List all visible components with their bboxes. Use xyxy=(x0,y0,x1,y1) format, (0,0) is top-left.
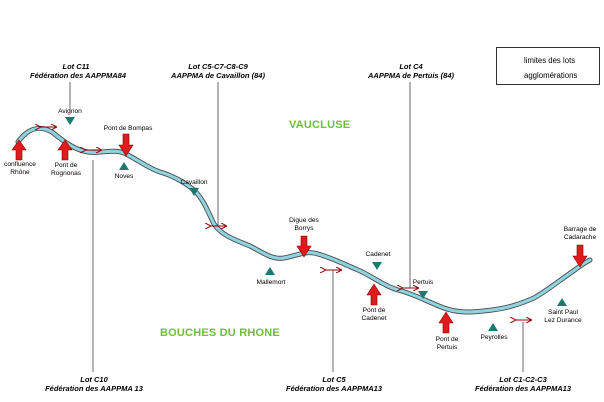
limit-label-pont-de-bompas: Pont de Bompas xyxy=(103,125,153,132)
lot-label-c5-c7-c8-c9: Lot C5-C7-C8-C9 AAPPMA de Cavaillon (84) xyxy=(171,62,265,80)
lot-limit-markers xyxy=(40,127,531,320)
lot-label-c4: Lot C4 AAPPMA de Pertuis (84) xyxy=(368,62,454,80)
triangle-down-icon xyxy=(418,291,428,299)
limit-label-confluence-rhone: confluence Rhône xyxy=(4,161,36,176)
limit-label-pont-de-rognonas: Pont de Rognonas xyxy=(50,162,82,177)
triangle-up-icon xyxy=(557,298,567,306)
triangle-up-icon xyxy=(265,267,275,275)
triangle-down-icon xyxy=(189,188,199,196)
arrow-down-icon xyxy=(572,244,588,268)
lot-label-c10: Lot C10 Fédération des AAPPMA 13 xyxy=(45,375,143,393)
arrow-up-icon xyxy=(438,311,454,334)
town-label-pertuis: Pertuis xyxy=(412,279,434,286)
legend xyxy=(496,47,600,85)
triangle-up-icon xyxy=(119,162,129,170)
limit-label-pont-de-pertuis: Pont de Pertuis xyxy=(435,336,459,351)
lot-label-c11: Lot C11 Fédération des AAPPMA84 xyxy=(30,62,126,80)
legend-towns-label: agglomérations xyxy=(524,71,578,80)
town-label-noves: Noves xyxy=(114,173,134,180)
durance-river xyxy=(15,125,593,315)
arrow-down-icon xyxy=(118,133,134,157)
lot-leader-lines xyxy=(69,82,524,372)
lot-label-c5: Lot C5 Fédération des AAPPMA13 xyxy=(286,375,382,393)
limit-label-barrage-de-cadarache: Barrage de Cadarache xyxy=(563,226,597,241)
town-label-cadenet: Cadenet xyxy=(365,251,391,258)
town-label-peyrolles: Peyrolles xyxy=(480,334,508,341)
legend-limits-label: limites des lots xyxy=(524,56,576,65)
limit-label-digue-des-borrys: Digue des Borrys xyxy=(289,217,319,232)
town-label-avignon: Avignon xyxy=(58,108,82,115)
triangle-down-icon xyxy=(65,117,75,125)
lot-label-c1-c2-c3: Lot C1-C2-C3 Fédération des AAPPMA13 xyxy=(475,375,571,393)
town-markers xyxy=(65,117,567,331)
triangle-up-icon xyxy=(488,323,498,331)
region-bouches-du-rhone: BOUCHES DU RHONE xyxy=(160,327,280,339)
arrow-up-icon xyxy=(366,283,382,306)
triangle-down-icon xyxy=(372,262,382,270)
limit-point-arrows xyxy=(11,133,588,334)
arrow-down-icon xyxy=(296,235,312,258)
arrow-up-icon xyxy=(11,139,27,161)
arrow-up-icon xyxy=(57,139,73,161)
town-label-saint-paul-lez-durance: Saint Paul Lez Durance xyxy=(544,309,582,324)
town-label-mallemort: Mallemort xyxy=(256,279,286,286)
region-vaucluse: VAUCLUSE xyxy=(289,119,351,131)
limit-label-pont-de-cadenet: Pont de Cadenet xyxy=(361,307,387,322)
town-label-cavaillon: Cavaillon xyxy=(180,179,208,186)
